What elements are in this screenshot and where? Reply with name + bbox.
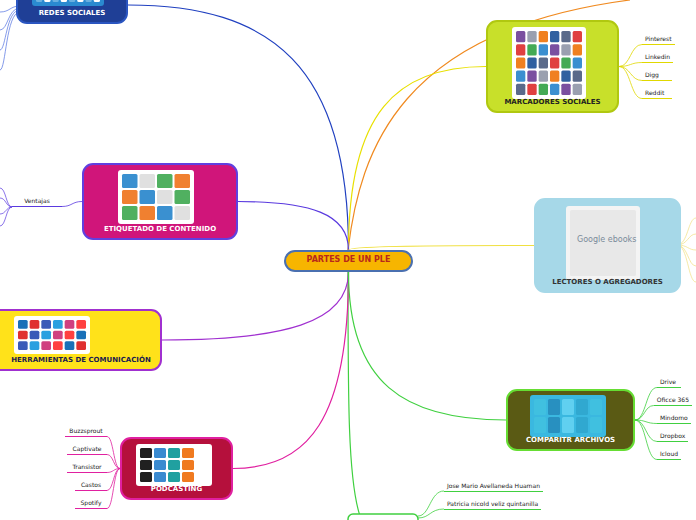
leaf-text: Buzzsprout xyxy=(69,427,102,434)
name-lines xyxy=(418,491,444,518)
leaf-text: Captivate xyxy=(73,445,102,452)
leaf-text: Reddit xyxy=(645,89,664,96)
cut-node xyxy=(348,514,418,520)
topic-title: ETIQUETADO DE CONTENIDO xyxy=(84,225,236,234)
branch-connector xyxy=(635,420,657,460)
leaf-text: Icloud xyxy=(660,450,678,457)
leaf-item: Ventajas xyxy=(12,197,62,207)
topic-title: PARTES DE UN PLE xyxy=(286,255,411,264)
topic-title: PODCASTING xyxy=(122,485,231,494)
leaf-item: Buzzsprout xyxy=(65,427,107,437)
branch-connector xyxy=(349,272,507,420)
leaf-text: Pinterest xyxy=(645,35,672,42)
branch-connector xyxy=(107,469,120,509)
topic-title: REDES SOCIALES xyxy=(18,9,126,18)
branch-connector xyxy=(619,67,642,81)
leaf-text: Linkedin xyxy=(645,53,670,60)
branch-connector xyxy=(635,406,654,421)
branch-connector xyxy=(107,437,120,469)
topic-box: HERRAMIENTAS DE COMUNICACIÓN xyxy=(0,309,162,371)
leaf-item: Castos xyxy=(75,481,107,491)
topic-box: REDES SOCIALES xyxy=(16,0,128,24)
leaf-text: Oficce 365 xyxy=(657,396,689,403)
leaf-item: Mindomo xyxy=(657,414,691,424)
branch-connector xyxy=(619,67,642,99)
leaf-text: Transistor xyxy=(72,463,101,470)
leaf-item: Drive xyxy=(657,378,681,388)
author-name: Patricia nicold veliz quintanilla xyxy=(444,500,541,510)
topic-title: LECTORES O AGREGADORES xyxy=(536,278,679,287)
green-branch xyxy=(348,272,360,516)
leaf-item: Dropbox xyxy=(657,432,688,442)
leaf-item: Captivate xyxy=(67,445,107,455)
topic-title: MARCADORES SOCIALES xyxy=(488,98,617,107)
topic-box: PODCASTING xyxy=(120,437,233,500)
leaf-text: Ventajas xyxy=(24,197,50,204)
leaf-item: Digg xyxy=(642,71,672,81)
branch-connector xyxy=(349,67,487,251)
leaf-item: Pinterest xyxy=(642,35,675,45)
leaf-text: Dropbox xyxy=(660,432,685,439)
leaf-text: Drive xyxy=(660,378,676,385)
topic-title: COMPARITR ARCHIVOS xyxy=(508,436,633,445)
leaf-text: Spotify xyxy=(81,499,102,506)
central-topic: PARTES DE UN PLE xyxy=(284,250,413,272)
leaf-item: Spotify xyxy=(75,499,107,509)
branch-connector xyxy=(619,45,642,67)
branch-connector xyxy=(233,272,349,469)
topic-box: LECTORES O AGREGADORES xyxy=(534,198,681,293)
leaf-item: Icloud xyxy=(657,450,681,460)
leaf-item: Transistor xyxy=(67,463,107,473)
branch-connector xyxy=(162,272,349,340)
branch-connector xyxy=(62,202,82,207)
author-name: Jose Mario Avellaneda Huaman xyxy=(444,482,543,492)
branch-connector xyxy=(107,455,120,469)
leaf-item: Reddit xyxy=(642,89,672,99)
topic-box: ETIQUETADO DE CONTENIDO xyxy=(82,163,238,240)
topic-box: COMPARITR ARCHIVOS xyxy=(506,389,635,451)
topic-box: MARCADORES SOCIALES xyxy=(486,20,619,113)
leaf-text: Digg xyxy=(645,71,659,78)
branch-connector xyxy=(128,5,349,250)
topic-title: HERRAMIENTAS DE COMUNICACIÓN xyxy=(0,356,160,365)
leaf-item: Oficce 365 xyxy=(654,396,692,406)
leaf-text: Castos xyxy=(81,481,101,488)
branch-connector xyxy=(238,202,349,251)
leaf-item: Linkedin xyxy=(642,53,673,63)
cut-lines xyxy=(0,188,12,226)
branch-connector xyxy=(619,63,642,67)
logo-text: Google ebooks xyxy=(577,236,636,244)
leaf-text: Mindomo xyxy=(660,414,688,421)
